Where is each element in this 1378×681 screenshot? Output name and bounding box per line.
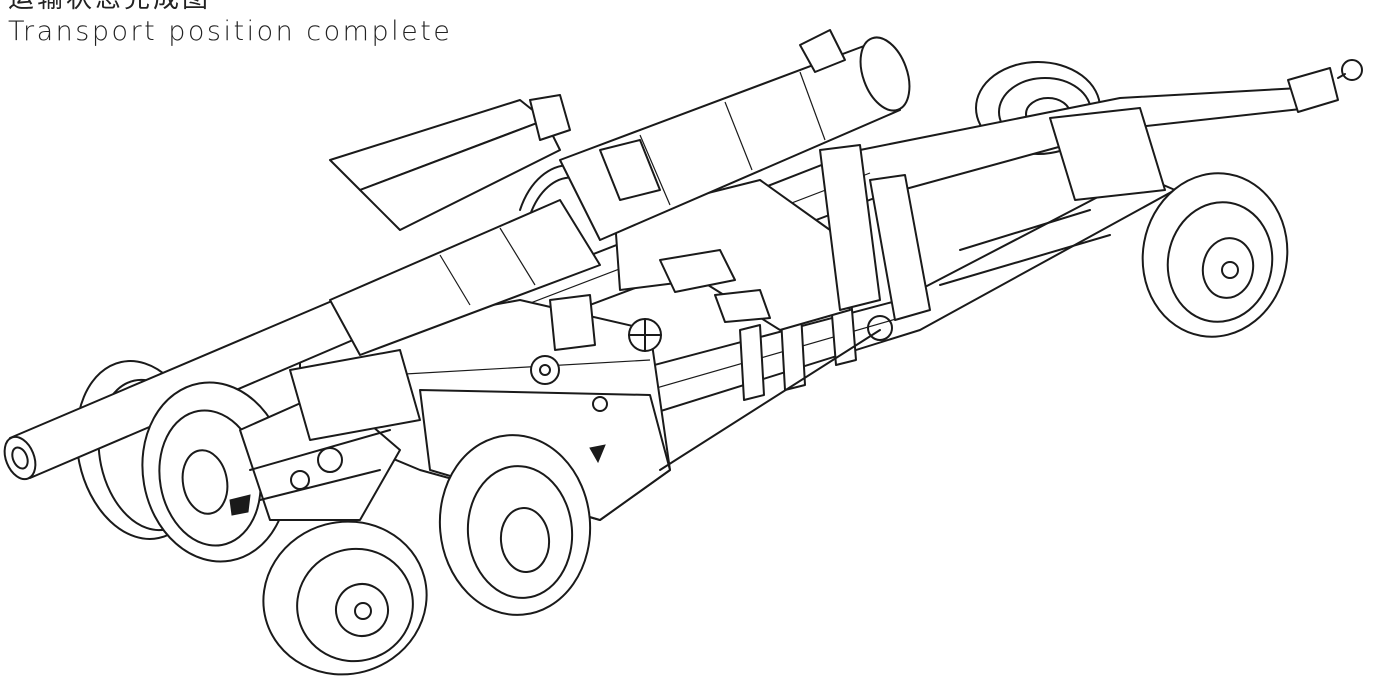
suspension-linkage: [230, 350, 420, 520]
rear-right-wheel-icon: [432, 429, 597, 621]
caption-english-title: Transport position complete: [8, 16, 453, 47]
recoil-cradle-icon: [560, 30, 919, 240]
barrel-icon: [0, 200, 600, 484]
tow-eye-icon: [1288, 60, 1362, 112]
front-right-wheel-icon: [1130, 162, 1300, 349]
caption: 运输状态完成图 Transport position complete: [8, 0, 452, 45]
rear-left-outer-wheel-icon: [246, 503, 444, 681]
hand-wheel-icon: [531, 295, 661, 384]
caption-chinese-title: 运输状态完成图: [8, 0, 452, 12]
